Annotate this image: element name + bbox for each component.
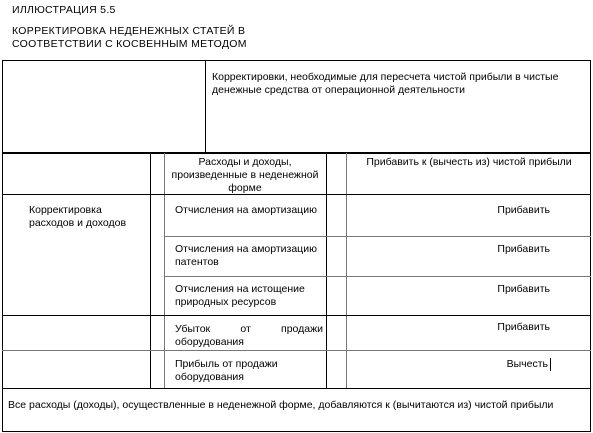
row-line-4 — [2, 350, 591, 351]
document-title-line-2: СООТВЕТСТВИИ С КОСВЕННЫМ МЕТОДОМ — [12, 38, 247, 50]
header-bottom-line — [2, 194, 591, 195]
row-item-gain-on-sale: Прибыль от продажи оборудования — [175, 358, 278, 383]
table-col-divider-2b — [346, 153, 347, 388]
row-action-loss-on-sale: Прибавить — [497, 321, 550, 333]
footer-note: Все расходы (доходы), осуществленные в н… — [8, 399, 554, 411]
row-line-2 — [164, 276, 591, 277]
row-action-gain-on-sale: Вычесть — [506, 358, 548, 370]
row-action-patent-amortization: Прибавить — [497, 243, 550, 255]
top-description-box — [2, 60, 591, 153]
table-col-divider-1b — [164, 153, 165, 388]
row-action-depletion: Прибавить — [497, 283, 550, 295]
text-cursor — [550, 358, 551, 371]
row-item-depreciation: Отчисления на амортизацию — [175, 204, 317, 216]
row-item-depletion: Отчисления на истощение природных ресурс… — [175, 283, 305, 308]
row-item-patent-amortization: Отчисления на амортизацию патентов — [175, 243, 317, 268]
row-line-1 — [164, 236, 591, 237]
top-box-description: Корректировки, необходимые для пересчета… — [212, 71, 559, 96]
row-action-depreciation: Прибавить — [497, 204, 550, 216]
row-item-loss-on-sale: Убыток от продажи оборудования — [175, 323, 323, 348]
adjustments-table — [2, 153, 591, 432]
header-noncash-items: Расходы и доходы, произведенные в недене… — [171, 156, 319, 194]
table-col-divider-2 — [326, 153, 327, 388]
illustration-label: ИЛЛЮСТРАЦИЯ 5.5 — [12, 4, 116, 16]
footer-top-line — [2, 388, 591, 389]
top-box-divider — [205, 60, 206, 153]
header-add-subtract: Прибавить к (вычесть из) чистой прибыли — [366, 156, 572, 168]
row-group-label: Корректировка расходов и доходов — [29, 204, 127, 229]
table-col-divider-1 — [150, 153, 151, 388]
document-title-line-1: КОРРЕКТИРОВКА НЕДЕНЕЖНЫХ СТАТЕЙ В — [12, 25, 246, 37]
row-line-3 — [2, 315, 591, 316]
